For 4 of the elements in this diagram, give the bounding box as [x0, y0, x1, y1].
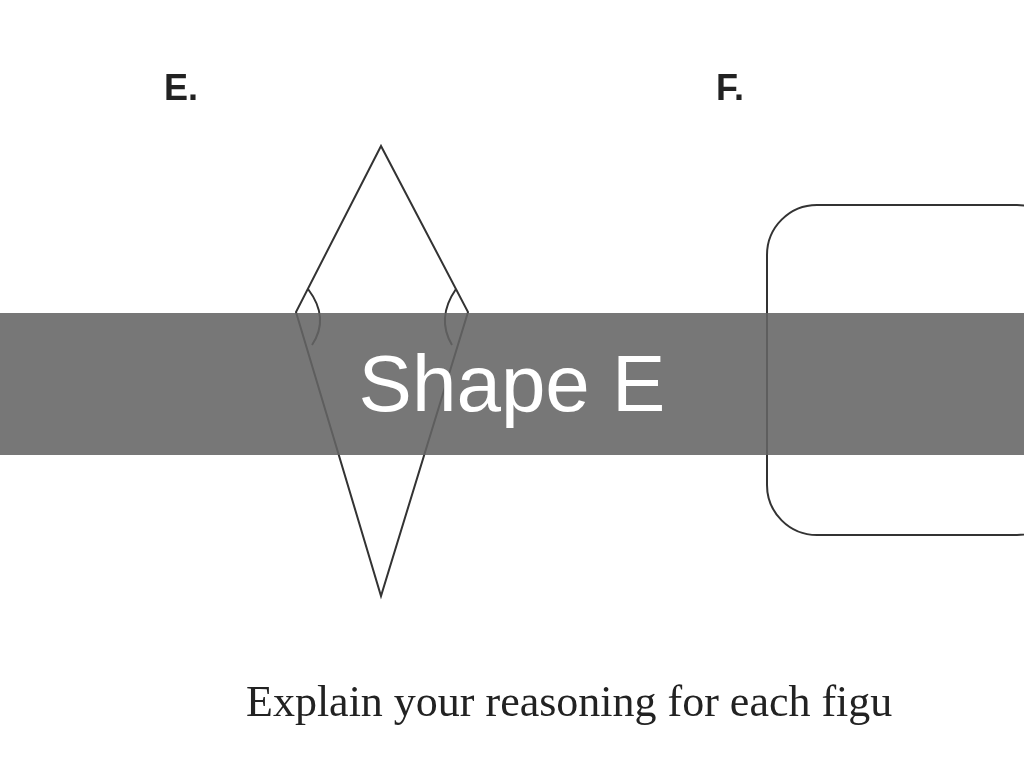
- instruction-text: Explain your reasoning for each figu: [246, 680, 893, 724]
- figure-letter: E.: [164, 70, 198, 106]
- figure-letter: F.: [716, 70, 744, 106]
- title-banner: Shape E: [0, 313, 1024, 455]
